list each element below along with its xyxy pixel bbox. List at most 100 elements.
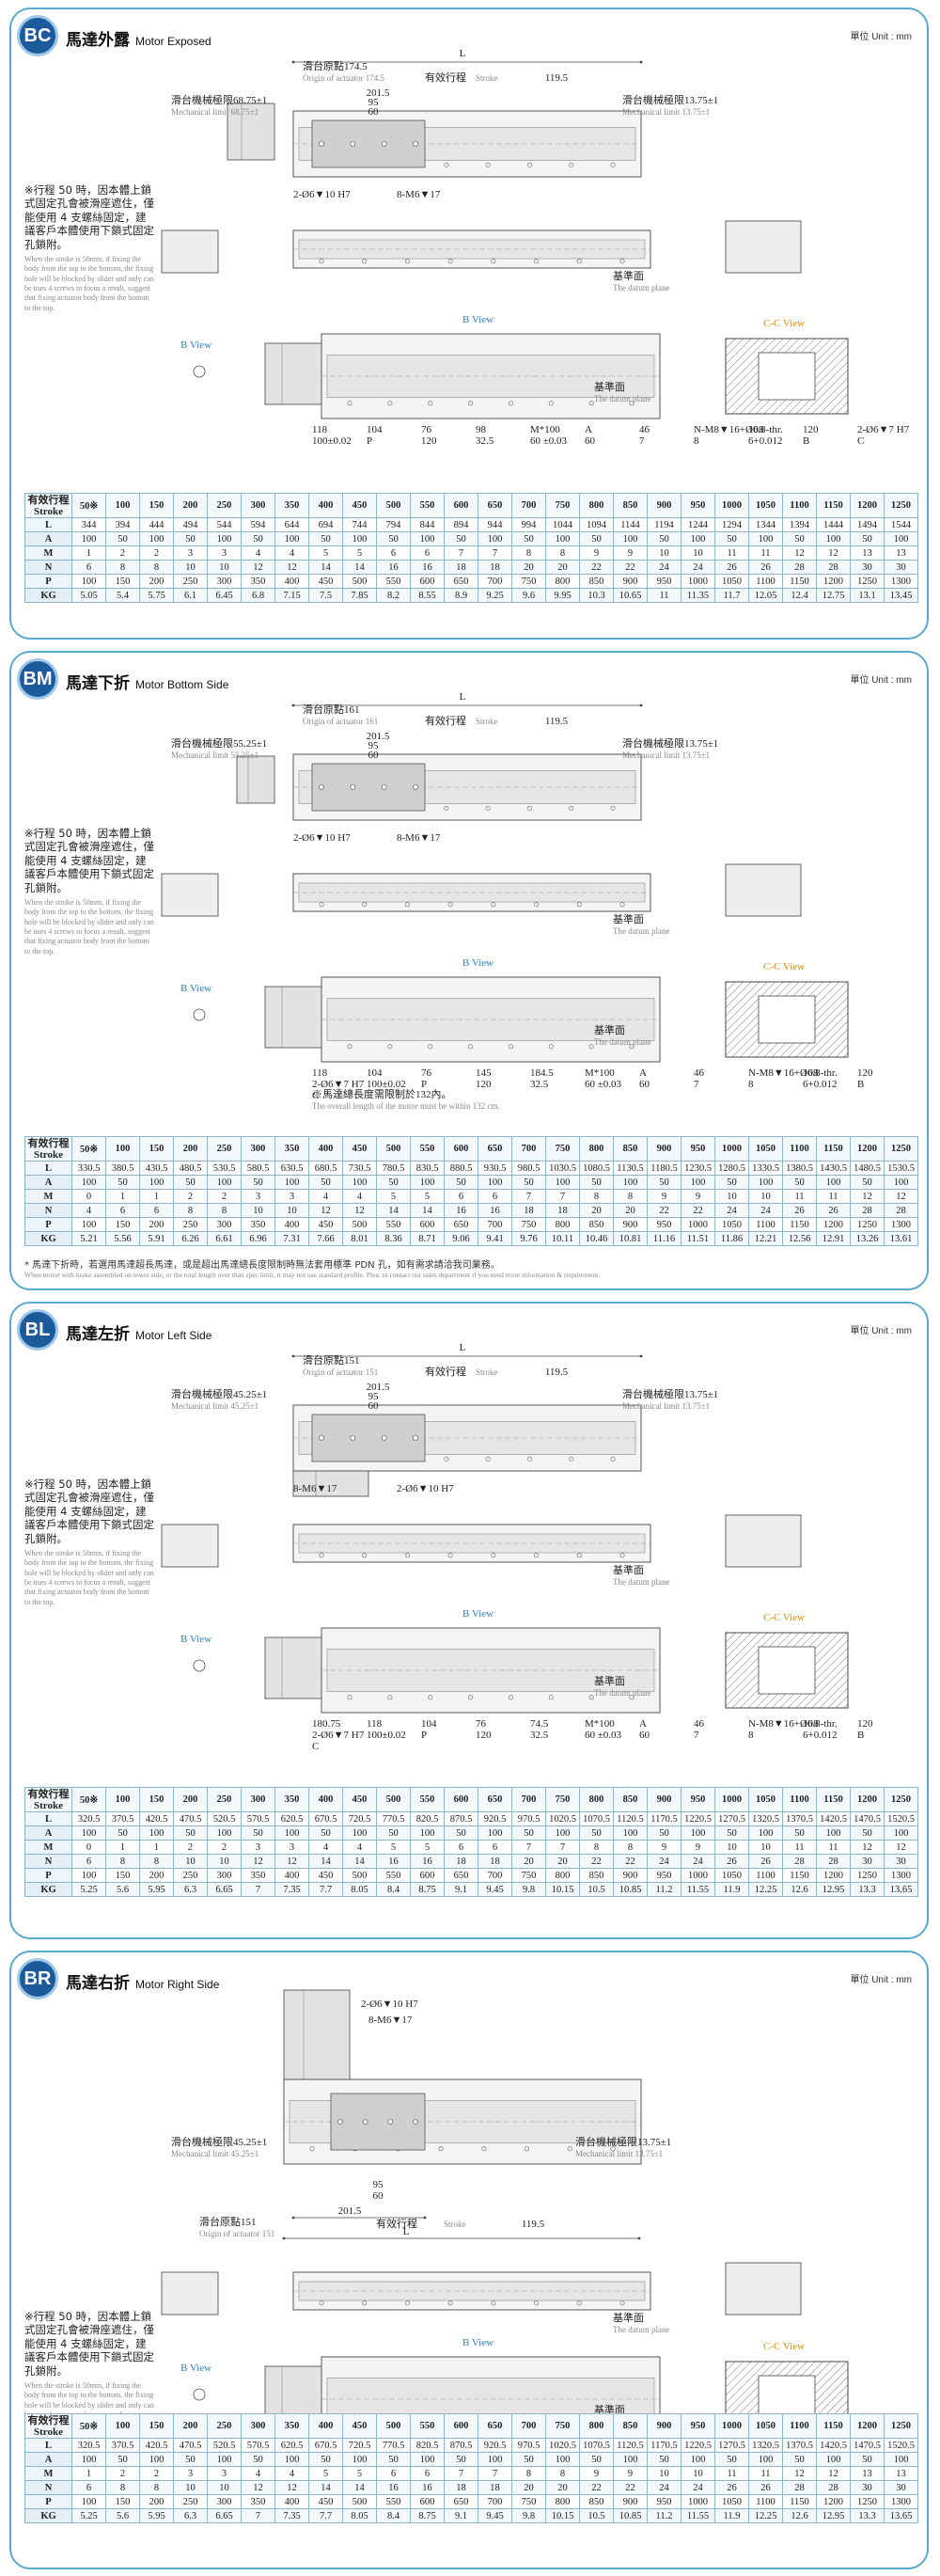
- stroke-cell: 950: [681, 1787, 715, 1812]
- table-cell: 9.1: [444, 1882, 478, 1897]
- slider-block: [311, 763, 426, 812]
- table-cell: 980.5: [511, 1161, 546, 1176]
- table-cell: 12.05: [748, 588, 783, 603]
- table-cell: 12: [274, 1854, 309, 1869]
- table-cell: 3: [173, 2466, 208, 2481]
- table-cell: 10: [207, 1854, 242, 1869]
- table-cell: 11: [816, 1840, 851, 1855]
- dim-60: 60: [368, 1400, 380, 1412]
- table-cell: 420.5: [139, 2438, 174, 2453]
- table-cell: 14: [308, 2480, 343, 2495]
- table-cell: 28: [850, 1203, 885, 1218]
- table-cell: 10.85: [613, 1882, 648, 1897]
- table-cell: 750: [511, 574, 546, 589]
- row-header: P: [24, 574, 72, 589]
- stroke-cell: 1250: [884, 2413, 918, 2439]
- table-cell: 50: [714, 1175, 749, 1190]
- table-cell: 50: [511, 1825, 546, 1841]
- table-cell: 800: [545, 1217, 580, 1232]
- table-cell: 100: [884, 1175, 918, 1190]
- table-cell: 50: [850, 1825, 885, 1841]
- stroke-cell: 550: [410, 493, 445, 518]
- table-cell: 50: [173, 531, 208, 546]
- table-cell: 400: [274, 2494, 309, 2509]
- table-cell: 450: [308, 574, 343, 589]
- table-cell: 4: [342, 1189, 377, 1204]
- table-cell: 11: [647, 588, 682, 603]
- stroke-cell: 400: [308, 2413, 343, 2439]
- stroke-cell: 200: [173, 1136, 208, 1162]
- table-cell: 3: [274, 1840, 309, 1855]
- table-cell: 20: [511, 2480, 546, 2495]
- table-cell: 24: [681, 2480, 715, 2495]
- table-cell: 11.86: [714, 1231, 749, 1246]
- table-cell: 1194: [647, 517, 682, 532]
- dimension-label: N-M8▼16+Ø6.8-thr.: [748, 1067, 838, 1079]
- table-cell: 470.5: [173, 1811, 208, 1826]
- section-code-badge: BM: [17, 658, 58, 700]
- stroke-cell: 700: [511, 1787, 546, 1812]
- table-cell: 28: [816, 560, 851, 575]
- table-cell: 4: [274, 545, 309, 561]
- dimension-label: 7: [694, 1730, 699, 1741]
- table-cell: 780.5: [376, 1161, 411, 1176]
- table-cell: 5.75: [139, 588, 174, 603]
- dimension-label: 120: [857, 1718, 873, 1730]
- note-cn: ※行程 50 時，因本體上鎖式固定孔會被滑座遮住，僅能使用 4 支螺絲固定，建議…: [24, 2310, 154, 2378]
- table-cell: 12: [816, 2466, 851, 2481]
- dimension-label: 32.5: [530, 1079, 549, 1090]
- table-cell: 6.65: [207, 1882, 242, 1897]
- table-cell: 11: [782, 1189, 817, 1204]
- table-cell: 50: [850, 1175, 885, 1190]
- stroke-cell: 250: [207, 2413, 242, 2439]
- dimension-label: 145: [476, 1067, 492, 1079]
- table-cell: 100: [545, 1175, 580, 1190]
- dim-119-5: 119.5: [545, 716, 569, 727]
- table-cell: 11.51: [681, 1231, 715, 1246]
- dimension-label: C: [312, 1090, 319, 1101]
- stroke-cell: 1250: [884, 493, 918, 518]
- table-cell: 880.5: [444, 1161, 478, 1176]
- stroke-cell: 650: [478, 2413, 512, 2439]
- table-cell: 794: [376, 517, 411, 532]
- table-cell: 1250: [850, 2494, 885, 2509]
- table-cell: 26: [748, 560, 783, 575]
- table-cell: 50: [511, 2452, 546, 2467]
- table-cell: 12.6: [782, 2508, 817, 2523]
- table-cell: 920.5: [478, 1811, 512, 1826]
- row-header: P: [24, 1868, 72, 1883]
- stroke-label-en: Stroke: [476, 73, 498, 83]
- table-cell: 100: [681, 1175, 715, 1190]
- datum-label-2: 基準面: [594, 2403, 625, 2413]
- table-cell: 22: [579, 560, 614, 575]
- table-cell: 350: [241, 574, 275, 589]
- table-cell: 50: [647, 2452, 682, 2467]
- table-cell: 10: [173, 560, 208, 575]
- dimension-label: 46: [694, 1067, 705, 1079]
- hole-spec-label: 8-M6▼17: [293, 1483, 337, 1494]
- table-cell: 100: [681, 531, 715, 546]
- stroke-cell: 650: [478, 1787, 512, 1812]
- table-cell: 11.2: [647, 2508, 682, 2523]
- table-cell: 18: [444, 2480, 478, 2495]
- stroke-cell: 100: [105, 1136, 140, 1162]
- table-cell: 9.1: [444, 2508, 478, 2523]
- thread-spec-label: 8-M6▼17: [368, 2015, 413, 2026]
- table-cell: 10: [274, 1203, 309, 1218]
- table-cell: 770.5: [376, 1811, 411, 1826]
- table-cell: 8.55: [410, 588, 445, 603]
- dimension-label: 60: [639, 1079, 650, 1090]
- table-cell: 100: [545, 531, 580, 546]
- row-header: P: [24, 2494, 72, 2509]
- table-cell: 730.5: [342, 1161, 377, 1176]
- table-cell: 12: [274, 560, 309, 575]
- right-limit-label: 滑台機械極限13.75±1: [622, 736, 718, 750]
- table-cell: 100: [613, 2452, 648, 2467]
- table-cell: 24: [748, 1203, 783, 1218]
- motor-end-view: [161, 2271, 219, 2315]
